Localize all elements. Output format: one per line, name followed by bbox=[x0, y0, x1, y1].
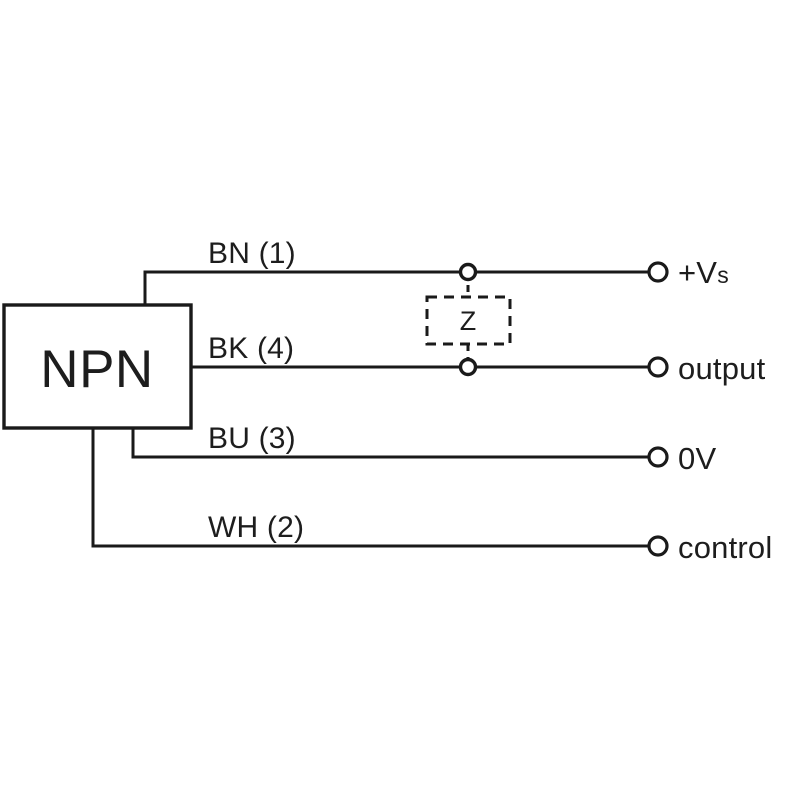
wire-brown-bn bbox=[143, 270, 657, 307]
z-component-label: Z bbox=[460, 306, 477, 336]
protection-element-group: Z bbox=[425, 272, 512, 367]
terminal-label-vs: +Vs bbox=[678, 255, 729, 290]
terminal-label-control: control bbox=[678, 530, 772, 565]
terminal-label-output: output bbox=[678, 351, 766, 386]
terminal-group: +Vs output 0V control bbox=[647, 255, 772, 565]
terminal-ring-zero-v[interactable] bbox=[647, 446, 669, 468]
npn-device-box bbox=[2, 303, 193, 430]
wire-blue-bu bbox=[131, 426, 657, 459]
junction-node-group bbox=[458, 262, 478, 377]
terminal-label-zero-v: 0V bbox=[678, 441, 716, 476]
wire-white-wh bbox=[91, 426, 657, 548]
wire-label-bn: BN (1) bbox=[208, 237, 296, 270]
wire-group bbox=[91, 270, 657, 548]
terminal-label-vs-subscript: s bbox=[717, 262, 729, 288]
terminal-ring-output[interactable] bbox=[647, 356, 669, 378]
junction-node-output bbox=[458, 357, 478, 377]
device-group: NPN bbox=[2, 303, 193, 430]
wire-label-wh: WH (2) bbox=[208, 511, 304, 544]
terminal-label-vs-main: +V bbox=[678, 255, 717, 290]
wire-label-group: BN (1) BK (4) BU (3) WH (2) bbox=[208, 237, 304, 544]
wire-label-bk: BK (4) bbox=[208, 332, 294, 365]
junction-node-vs bbox=[458, 262, 478, 282]
z-component-box bbox=[425, 295, 512, 346]
terminal-ring-control[interactable] bbox=[647, 535, 669, 557]
terminal-ring-vs[interactable] bbox=[647, 261, 669, 283]
wire-label-bu: BU (3) bbox=[208, 422, 296, 455]
npn-device-label: NPN bbox=[40, 340, 153, 399]
